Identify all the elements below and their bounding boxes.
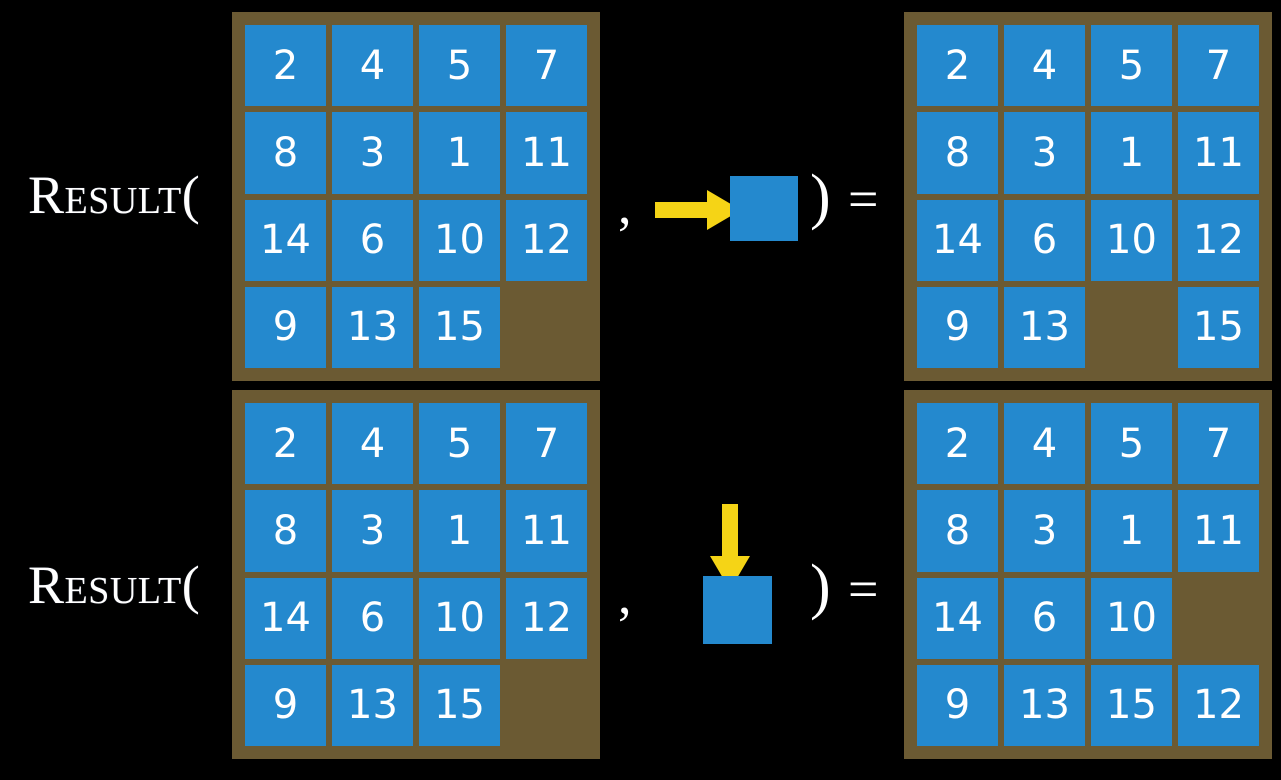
tile[interactable]: 12 <box>1178 664 1259 746</box>
argument-separator-comma: , <box>618 565 632 625</box>
tile[interactable]: 7 <box>506 403 587 485</box>
tile[interactable]: 14 <box>917 577 998 659</box>
input-board-vertical: 2 4 5 7 8 3 1 11 14 6 10 12 9 13 15 <box>232 390 600 759</box>
equals-sign: = <box>848 169 879 229</box>
tile[interactable]: 14 <box>245 577 326 659</box>
tile[interactable]: 2 <box>245 25 326 107</box>
tile[interactable]: 11 <box>506 112 587 194</box>
tile[interactable]: 15 <box>419 286 500 368</box>
equation-horizontal-move: Result( 2 4 5 7 8 3 1 11 14 6 10 12 9 13… <box>28 0 1272 390</box>
tile[interactable]: 4 <box>1004 403 1085 485</box>
tile[interactable]: 10 <box>419 577 500 659</box>
tile[interactable]: 3 <box>332 490 413 572</box>
tile[interactable]: 13 <box>332 664 413 746</box>
tile[interactable]: 10 <box>1091 199 1172 281</box>
tile[interactable]: 14 <box>917 199 998 281</box>
tile[interactable]: 3 <box>1004 490 1085 572</box>
operator-area-horizontal: , ) = <box>600 0 904 390</box>
tile[interactable]: 3 <box>332 112 413 194</box>
tile[interactable]: 6 <box>332 199 413 281</box>
tile[interactable]: 14 <box>245 199 326 281</box>
tile[interactable]: 9 <box>917 664 998 746</box>
tile-grid: 2 4 5 7 8 3 1 11 14 6 10 12 9 13 15 <box>245 403 587 746</box>
tile[interactable]: 7 <box>1178 403 1259 485</box>
tile[interactable]: 15 <box>419 664 500 746</box>
tile[interactable]: 11 <box>1178 490 1259 572</box>
tile[interactable]: 8 <box>245 112 326 194</box>
tile[interactable]: 10 <box>419 199 500 281</box>
tile-grid: 2 4 5 7 8 3 1 11 14 6 10 12 9 13 15 <box>917 25 1259 368</box>
argument-separator-comma: , <box>618 175 632 235</box>
tile[interactable]: 8 <box>917 112 998 194</box>
tile[interactable]: 12 <box>506 577 587 659</box>
tile-grid: 2 4 5 7 8 3 1 11 14 6 10 12 9 13 15 <box>245 25 587 368</box>
tile[interactable]: 11 <box>506 490 587 572</box>
operator-area-vertical: , ) = <box>600 390 904 780</box>
tile[interactable]: 13 <box>1004 664 1085 746</box>
tile[interactable]: 2 <box>917 25 998 107</box>
output-board-horizontal: 2 4 5 7 8 3 1 11 14 6 10 12 9 13 15 <box>904 12 1272 381</box>
tile[interactable]: 9 <box>917 286 998 368</box>
arrow-right-icon <box>655 190 741 230</box>
tile[interactable]: 5 <box>419 25 500 107</box>
tile[interactable]: 2 <box>245 403 326 485</box>
tile[interactable]: 2 <box>917 403 998 485</box>
equation-vertical-move: Result( 2 4 5 7 8 3 1 11 14 6 10 12 9 13… <box>0 390 1281 780</box>
close-paren: ) <box>810 163 831 231</box>
input-board-horizontal: 2 4 5 7 8 3 1 11 14 6 10 12 9 13 15 <box>232 12 600 381</box>
tile[interactable]: 13 <box>332 286 413 368</box>
result-function-label: Result( <box>28 555 201 615</box>
tile[interactable]: 4 <box>1004 25 1085 107</box>
tile[interactable]: 8 <box>917 490 998 572</box>
empty-slot[interactable] <box>1178 578 1259 659</box>
tile[interactable]: 1 <box>419 490 500 572</box>
tile[interactable]: 12 <box>1178 199 1259 281</box>
result-function-label: Result( <box>28 165 201 225</box>
tile[interactable]: 11 <box>1178 112 1259 194</box>
tile[interactable]: 12 <box>506 199 587 281</box>
empty-slot[interactable] <box>506 665 587 746</box>
empty-slot[interactable] <box>506 287 587 368</box>
tile[interactable]: 1 <box>1091 490 1172 572</box>
tile[interactable]: 15 <box>1091 664 1172 746</box>
tile[interactable]: 4 <box>332 25 413 107</box>
tile[interactable]: 7 <box>506 25 587 107</box>
tile[interactable]: 6 <box>332 577 413 659</box>
tile[interactable]: 1 <box>1091 112 1172 194</box>
move-token-square <box>730 176 798 241</box>
tile[interactable]: 5 <box>1091 25 1172 107</box>
tile[interactable]: 9 <box>245 664 326 746</box>
close-paren: ) <box>810 553 831 621</box>
empty-slot[interactable] <box>1091 287 1172 368</box>
tile[interactable]: 7 <box>1178 25 1259 107</box>
move-token-square <box>703 576 772 644</box>
tile[interactable]: 1 <box>419 112 500 194</box>
tile-grid: 2 4 5 7 8 3 1 11 14 6 10 9 13 15 12 <box>917 403 1259 746</box>
tile[interactable]: 10 <box>1091 577 1172 659</box>
tile[interactable]: 5 <box>419 403 500 485</box>
tile[interactable]: 4 <box>332 403 413 485</box>
tile[interactable]: 6 <box>1004 199 1085 281</box>
output-board-vertical: 2 4 5 7 8 3 1 11 14 6 10 9 13 15 12 <box>904 390 1272 759</box>
tile[interactable]: 15 <box>1178 286 1259 368</box>
tile[interactable]: 8 <box>245 490 326 572</box>
tile[interactable]: 13 <box>1004 286 1085 368</box>
tile[interactable]: 6 <box>1004 577 1085 659</box>
tile[interactable]: 5 <box>1091 403 1172 485</box>
arrow-down-icon <box>710 504 750 590</box>
tile[interactable]: 9 <box>245 286 326 368</box>
equals-sign: = <box>848 559 879 619</box>
tile[interactable]: 3 <box>1004 112 1085 194</box>
